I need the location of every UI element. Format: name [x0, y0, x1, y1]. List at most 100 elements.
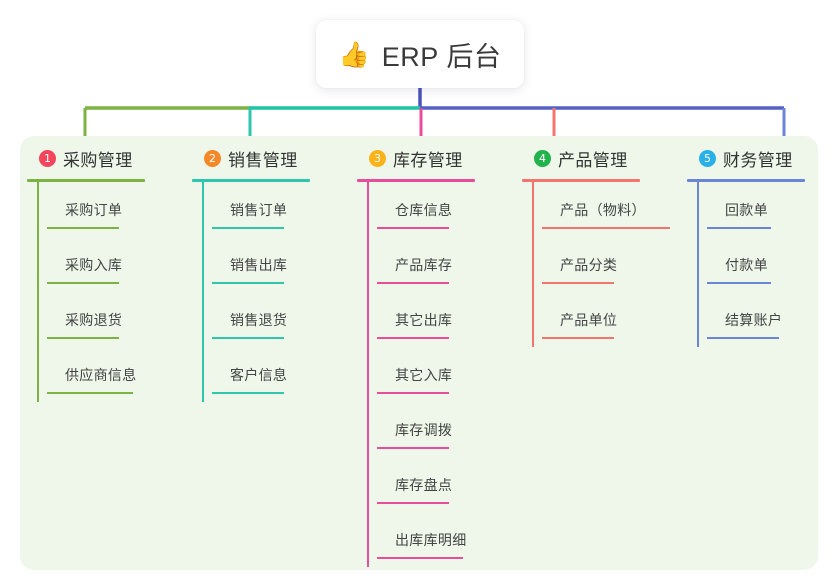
- root-node-content: 👍 ERP 后台: [339, 35, 502, 74]
- branch-item[interactable]: 销售出库: [212, 237, 310, 292]
- root-node-title: ERP 后台: [381, 41, 502, 72]
- branch-item[interactable]: 供应商信息: [47, 347, 145, 402]
- branch-item[interactable]: 产品分类: [542, 237, 640, 292]
- branch-item-underline: [377, 337, 449, 339]
- branch-items: 仓库信息产品库存其它出库其它入库库存调拨库存盘点出库库明细: [357, 182, 475, 567]
- branch-item-underline: [542, 337, 614, 339]
- branch-item-label: 仓库信息: [395, 202, 453, 218]
- branch-item-label: 采购订单: [65, 202, 123, 218]
- branch-item-underline: [377, 447, 449, 449]
- branch-column-5: 5 财务管理回款单付款单结算账户: [687, 146, 805, 347]
- branch-trunk-line: [532, 182, 534, 347]
- branch-item-label: 产品（物料）: [560, 202, 646, 218]
- branch-number-badge: 4: [534, 149, 551, 167]
- branch-title: 产品管理: [558, 150, 628, 170]
- branch-column-4: 4 产品管理产品（物料） 产品分类产品单位: [522, 146, 670, 347]
- thumbs-up-icon: 👍: [338, 39, 370, 69]
- branch-item[interactable]: 库存盘点: [377, 457, 475, 512]
- branch-underline: [357, 179, 475, 182]
- branch-item-label: 产品库存: [395, 257, 453, 273]
- branch-item-label: 销售退货: [230, 312, 288, 328]
- branch-item-underline: [542, 282, 614, 284]
- branch-underline: [522, 179, 640, 182]
- branch-item-underline: [377, 282, 449, 284]
- branch-column-3: 3 库存管理仓库信息产品库存其它出库其它入库库存调拨库存盘点出库库明细: [357, 146, 475, 567]
- branch-underline: [192, 179, 310, 182]
- branch-number-badge: 1: [39, 149, 56, 167]
- branch-underline: [27, 179, 145, 182]
- branch-items: 销售订单销售出库销售退货客户信息: [192, 182, 310, 402]
- branch-item-label: 库存调拨: [395, 422, 453, 438]
- branch-item-underline: [47, 337, 119, 339]
- branch-item-underline: [212, 282, 284, 284]
- branch-item-underline: [212, 227, 284, 229]
- branch-item[interactable]: 销售退货: [212, 292, 310, 347]
- branch-item-underline: [707, 337, 779, 339]
- branch-item-underline: [377, 502, 449, 504]
- branch-header-2[interactable]: 2 销售管理: [192, 146, 310, 170]
- branch-underline: [687, 179, 805, 182]
- branch-item-label: 客户信息: [230, 367, 288, 383]
- branch-title: 库存管理: [393, 150, 463, 170]
- branch-item-label: 产品单位: [560, 312, 618, 328]
- branch-item-underline: [377, 227, 449, 229]
- branch-item-label: 供应商信息: [65, 367, 137, 383]
- branch-item-label: 采购退货: [65, 312, 123, 328]
- branch-item-underline: [47, 282, 119, 284]
- branch-item-label: 销售订单: [230, 202, 288, 218]
- branch-number-badge: 3: [369, 149, 386, 167]
- branch-title: 财务管理: [723, 150, 793, 170]
- branch-item[interactable]: 采购入库: [47, 237, 145, 292]
- branch-item[interactable]: 其它入库: [377, 347, 475, 402]
- branch-number-badge: 2: [204, 149, 221, 167]
- branch-column-2: 2 销售管理销售订单销售出库销售退货客户信息: [192, 146, 310, 402]
- branch-trunk-line: [202, 182, 204, 402]
- branch-items: 产品（物料） 产品分类产品单位: [522, 182, 670, 347]
- branch-title: 销售管理: [228, 150, 298, 170]
- branch-item-label: 采购入库: [65, 257, 123, 273]
- root-node[interactable]: 👍 ERP 后台: [316, 20, 524, 88]
- branch-item-underline: [212, 392, 284, 394]
- branch-item[interactable]: 其它出库: [377, 292, 475, 347]
- branches-panel: [20, 136, 818, 570]
- branch-item[interactable]: 付款单: [707, 237, 805, 292]
- branch-item-label: 库存盘点: [395, 477, 453, 493]
- branch-header-4[interactable]: 4 产品管理: [522, 146, 640, 170]
- branch-item-label: 结算账户: [725, 312, 783, 328]
- branch-item[interactable]: 产品库存: [377, 237, 475, 292]
- branch-item[interactable]: 产品（物料）: [542, 182, 670, 237]
- branch-item[interactable]: 仓库信息: [377, 182, 475, 237]
- branch-item-underline: [47, 227, 119, 229]
- branch-items: 采购订单采购入库采购退货供应商信息: [27, 182, 145, 402]
- branch-item-underline: [542, 227, 670, 229]
- branch-item-underline: [47, 392, 133, 394]
- branch-item[interactable]: 采购退货: [47, 292, 145, 347]
- branch-item-underline: [707, 282, 771, 284]
- branch-item[interactable]: 采购订单: [47, 182, 145, 237]
- branch-item[interactable]: 出库库明细: [377, 512, 475, 567]
- branch-item[interactable]: 销售订单: [212, 182, 310, 237]
- branch-header-5[interactable]: 5 财务管理: [687, 146, 805, 170]
- branch-item-label: 付款单: [725, 257, 768, 273]
- branch-item-underline: [377, 557, 463, 559]
- branch-item-label: 其它出库: [395, 312, 453, 328]
- branch-item[interactable]: 客户信息: [212, 347, 310, 402]
- branch-item-underline: [707, 227, 771, 229]
- branch-item-label: 销售出库: [230, 257, 288, 273]
- branch-item-underline: [377, 392, 449, 394]
- branch-item[interactable]: 产品单位: [542, 292, 640, 347]
- branch-items: 回款单付款单结算账户: [687, 182, 805, 347]
- branch-item[interactable]: 结算账户: [707, 292, 805, 347]
- branch-item-label: 出库库明细: [395, 532, 467, 548]
- branch-header-3[interactable]: 3 库存管理: [357, 146, 475, 170]
- branch-item-label: 其它入库: [395, 367, 453, 383]
- branch-item[interactable]: 库存调拨: [377, 402, 475, 457]
- branch-number-badge: 5: [699, 149, 716, 167]
- branch-item-underline: [212, 337, 284, 339]
- branch-trunk-line: [367, 182, 369, 567]
- branch-item-label: 产品分类: [560, 257, 618, 273]
- branch-item[interactable]: 回款单: [707, 182, 805, 237]
